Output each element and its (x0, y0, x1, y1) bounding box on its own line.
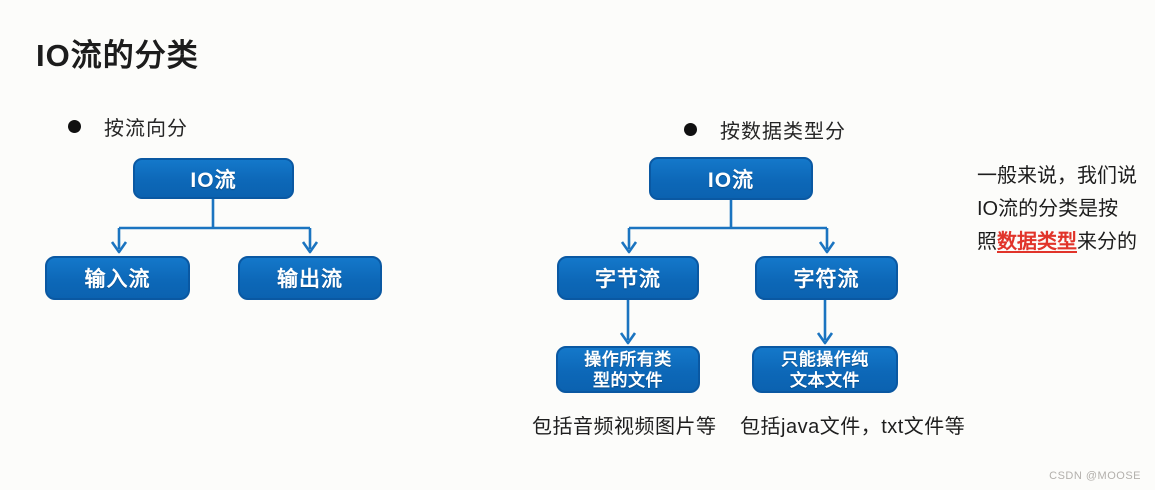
node-char-stream-description: 只能操作纯 文本文件 (752, 346, 898, 393)
left-section-label: 按流向分 (104, 118, 188, 140)
side-note: 一般来说，我们说 IO流的分类是按 照数据类型来分的 (977, 160, 1147, 259)
left-arrowhead-input (110, 241, 128, 254)
side-note-line2: IO流的分类是按 (977, 198, 1119, 220)
side-note-line3-suffix: 来分的 (1077, 231, 1137, 253)
node-byte-stream: 字节流 (557, 256, 699, 300)
node-output-stream: 输出流 (238, 256, 382, 300)
node-byte-stream-description: 操作所有类 型的文件 (556, 346, 700, 393)
right-arrowhead-char (818, 241, 836, 254)
node-io-stream-by-direction: IO流 (133, 158, 294, 199)
side-note-line3: 照数据类型来分的 (977, 226, 1147, 259)
node-input-stream: 输入流 (45, 256, 190, 300)
char-stream-caption: 包括java文件，txt文件等 (740, 416, 966, 438)
side-note-line1: 一般来说，我们说 (977, 165, 1137, 187)
node-char-stream: 字符流 (755, 256, 898, 300)
right-tree-lines (627, 200, 829, 249)
side-note-highlight: 数据类型 (997, 231, 1077, 253)
byte-leaf-arrowhead (619, 332, 637, 345)
side-note-line3-prefix: 照 (977, 231, 997, 253)
watermark: CSDN @MOOSE (1049, 470, 1141, 482)
bullet-icon (68, 120, 81, 133)
char-leaf-arrowhead (816, 332, 834, 345)
node-io-stream-by-datatype: IO流 (649, 157, 813, 200)
left-tree-lines (117, 199, 312, 249)
bullet-icon (684, 123, 697, 136)
right-arrowhead-byte (620, 241, 638, 254)
left-arrowhead-output (301, 241, 319, 254)
left-section-heading: 按流向分 (68, 112, 188, 141)
right-section-heading: 按数据类型分 (684, 115, 846, 144)
right-section-label: 按数据类型分 (720, 121, 846, 143)
byte-stream-caption: 包括音频视频图片等 (532, 416, 717, 438)
page-title: IO流的分类 (36, 38, 199, 73)
